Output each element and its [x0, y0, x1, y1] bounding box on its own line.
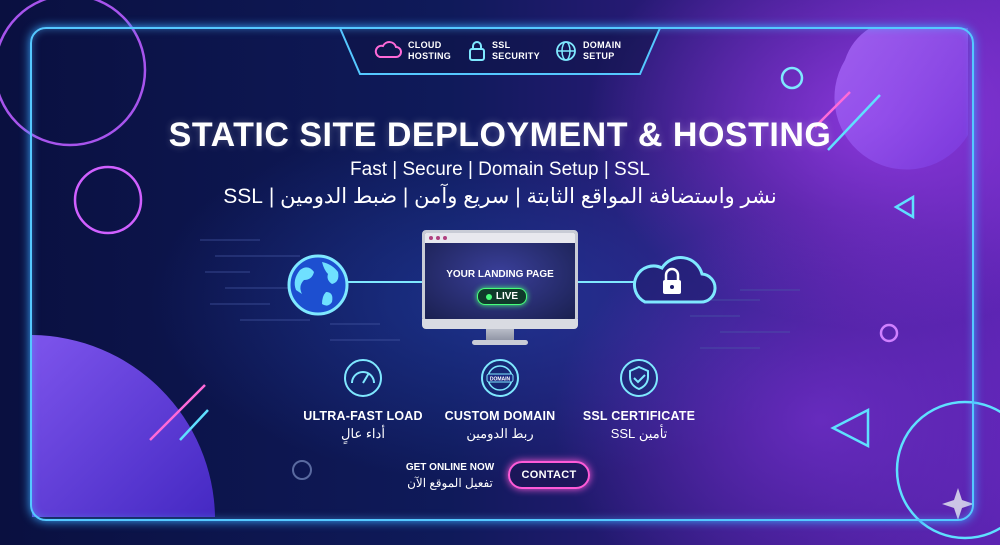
feature-title-en: ULTRA-FAST LOAD: [303, 409, 423, 423]
live-dot-icon: [485, 293, 492, 300]
feature-ultra-fast-load: ULTRA-FAST LOAD أداء عالٍ: [293, 358, 433, 442]
domain-globe-icon: DOMAIN: [481, 359, 519, 397]
landing-page-label: YOUR LANDING PAGE: [446, 269, 554, 280]
feature-title-ar: تأمين SSL: [610, 426, 668, 441]
feature-title-en: CUSTOM DOMAIN: [444, 409, 556, 423]
cta-text-ar: تفعيل الموقع الآن: [407, 476, 493, 490]
hero-title: STATIC SITE DEPLOYMENT & HOSTING: [168, 116, 832, 154]
contact-button[interactable]: CONTACT: [508, 461, 590, 489]
globe-grid-icon: [556, 41, 576, 61]
hero-subtitle-en: Fast | Secure | Domain Setup | SSL: [350, 159, 650, 180]
svg-text:DOMAIN: DOMAIN: [490, 377, 511, 383]
feature-title-ar: ربط الدومين: [466, 426, 534, 441]
neon-frame: [30, 27, 974, 521]
hero-subtitle-ar: نشر واستضافة المواقع الثابتة | سريع وآمن…: [223, 185, 777, 208]
feature-title-ar: أداء عالٍ: [341, 426, 385, 441]
cloud-icon: [374, 41, 402, 58]
feature-ssl-certificate: SSL CERTIFICATE تأمين SSL: [569, 358, 709, 442]
monitor: YOUR LANDING PAGE LIVE: [422, 230, 578, 350]
feature-title-en: SSL CERTIFICATE: [582, 409, 696, 423]
monitor-screen: YOUR LANDING PAGE LIVE: [422, 230, 578, 322]
lock-icon: [469, 41, 485, 61]
live-badge: LIVE: [477, 288, 527, 305]
speedometer-icon: [344, 359, 382, 397]
globe-icon: [287, 254, 349, 316]
cloud-lock-icon: [632, 256, 717, 304]
shield-check-icon: [620, 359, 658, 397]
cta-text-en: GET ONLINE NOW: [405, 462, 495, 473]
browser-bar: [425, 233, 575, 243]
feature-custom-domain: DOMAIN CUSTOM DOMAIN ربط الدومين: [430, 358, 570, 442]
